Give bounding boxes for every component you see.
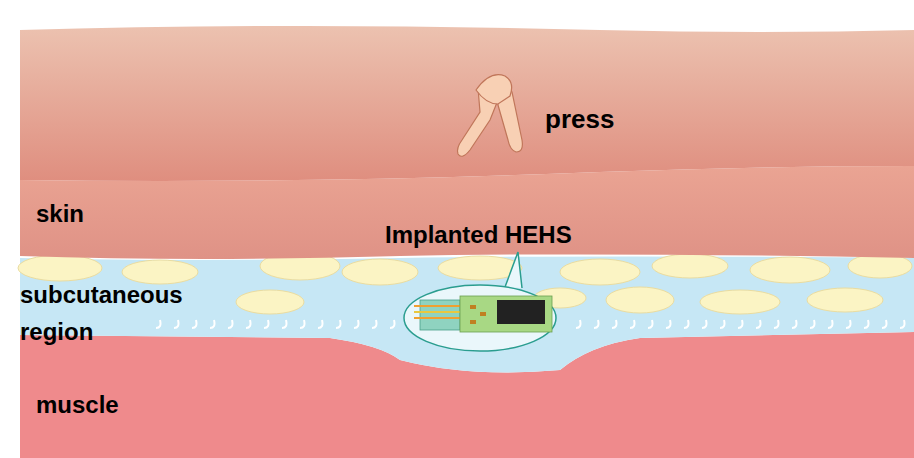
action-label-box: press	[545, 104, 614, 135]
callout-bubble	[404, 285, 556, 351]
device-drawing	[414, 296, 552, 332]
layer-label: muscle	[36, 390, 119, 419]
layer-label-box: skin	[36, 199, 84, 228]
callout-tail	[505, 252, 522, 288]
layer-label: skin	[36, 199, 84, 228]
pressing-hand	[458, 75, 523, 157]
action-label: press	[545, 104, 614, 135]
skin-top	[20, 26, 914, 181]
layer-label-box: subcutaneous region	[20, 276, 200, 350]
device-label-box: Implanted HEHS	[385, 220, 572, 249]
layer-label-box: muscle	[36, 390, 119, 419]
layer-label: subcutaneous region	[20, 276, 200, 350]
device-label: Implanted HEHS	[385, 220, 572, 249]
subcutaneous-layer	[20, 257, 914, 373]
